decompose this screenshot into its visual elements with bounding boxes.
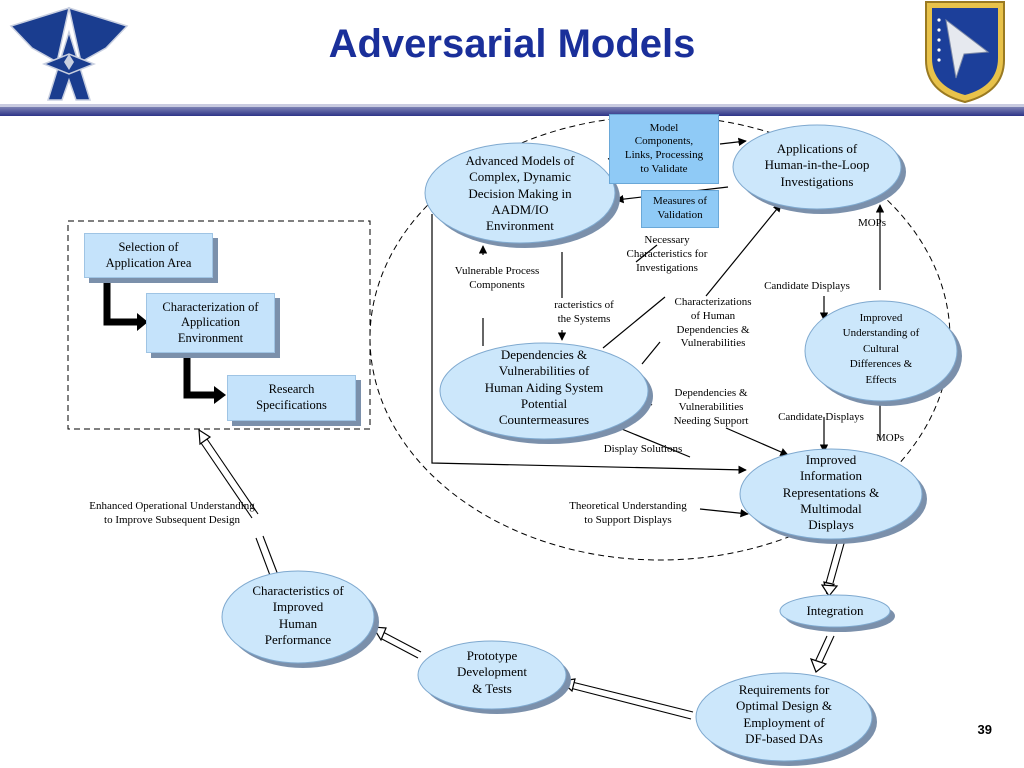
square-selection: Selection of Application Area xyxy=(84,233,213,278)
node-improved-cultural: Improved Understanding of Cultural Diffe… xyxy=(842,312,920,386)
label-candidate-displays-1: Candidate Displays xyxy=(764,280,850,292)
node-prototype: Prototype Development & Tests xyxy=(456,648,528,696)
square-measures: Measures of Validation xyxy=(641,190,719,228)
label-theoretical-understanding: Theoretical Understanding to Support Dis… xyxy=(569,500,687,526)
slide-title: Adversarial Models xyxy=(328,22,696,66)
node-integration: Integration xyxy=(806,603,864,618)
label-dependencies-support: Dependencies & Vulnerabilities Needing S… xyxy=(673,387,749,427)
node-dependencies: Dependencies & Vulnerabilities of Human … xyxy=(484,347,604,427)
ellipse-improved-cultural xyxy=(804,300,958,402)
square-research: Research Specifications xyxy=(227,375,356,421)
ellipse-improved-info xyxy=(739,448,923,540)
label-vulnerable-process: Vulnerable Process Components xyxy=(454,265,540,291)
label-enhanced-operational: Enhanced Operational Understanding to Im… xyxy=(89,500,255,526)
node-advanced-models: Advanced Models of Complex, Dynamic Deci… xyxy=(465,153,575,233)
us-air-force-wings-logo xyxy=(9,6,129,101)
ellipse-requirements xyxy=(695,672,873,762)
afrl-shield-logo xyxy=(925,1,1005,104)
ellipse-applications xyxy=(732,124,902,210)
label-display-solutions: Display Solutions xyxy=(603,443,683,455)
title-rule xyxy=(0,104,1024,116)
ellipse-advanced-models xyxy=(424,142,616,244)
label-characteristics-systems: racteristics of the Systems xyxy=(554,299,614,325)
ellipse-prototype xyxy=(417,640,567,710)
label-mops-2: MOPs xyxy=(875,432,905,444)
label-candidate-displays-2: Candidate Displays xyxy=(778,411,864,423)
node-applications: Applications of Human-in-the-Loop Invest… xyxy=(764,141,870,189)
page-number: 39 xyxy=(977,722,992,737)
node-requirements: Requirements for Optimal Design & Employ… xyxy=(735,682,833,746)
square-characterization: Characterization of Application Environm… xyxy=(146,293,275,353)
node-characteristics-performance: Characteristics of Improved Human Perfor… xyxy=(252,583,344,647)
ellipse-characteristics-performance xyxy=(221,570,375,664)
flow-arrows-thick xyxy=(103,280,218,399)
label-characterizations-human: Characterizations of Human Dependencies … xyxy=(674,296,752,350)
label-necessary-characteristics: Necessary Characteristics for Investigat… xyxy=(626,234,708,274)
ellipse-dependencies xyxy=(439,342,649,440)
node-improved-info: Improved Information Representations & M… xyxy=(782,452,880,532)
ellipse-integration xyxy=(779,594,891,628)
square-model-components: Model Components, Links, Processing to V… xyxy=(609,114,719,184)
label-mops-1: MOPs xyxy=(857,217,887,229)
